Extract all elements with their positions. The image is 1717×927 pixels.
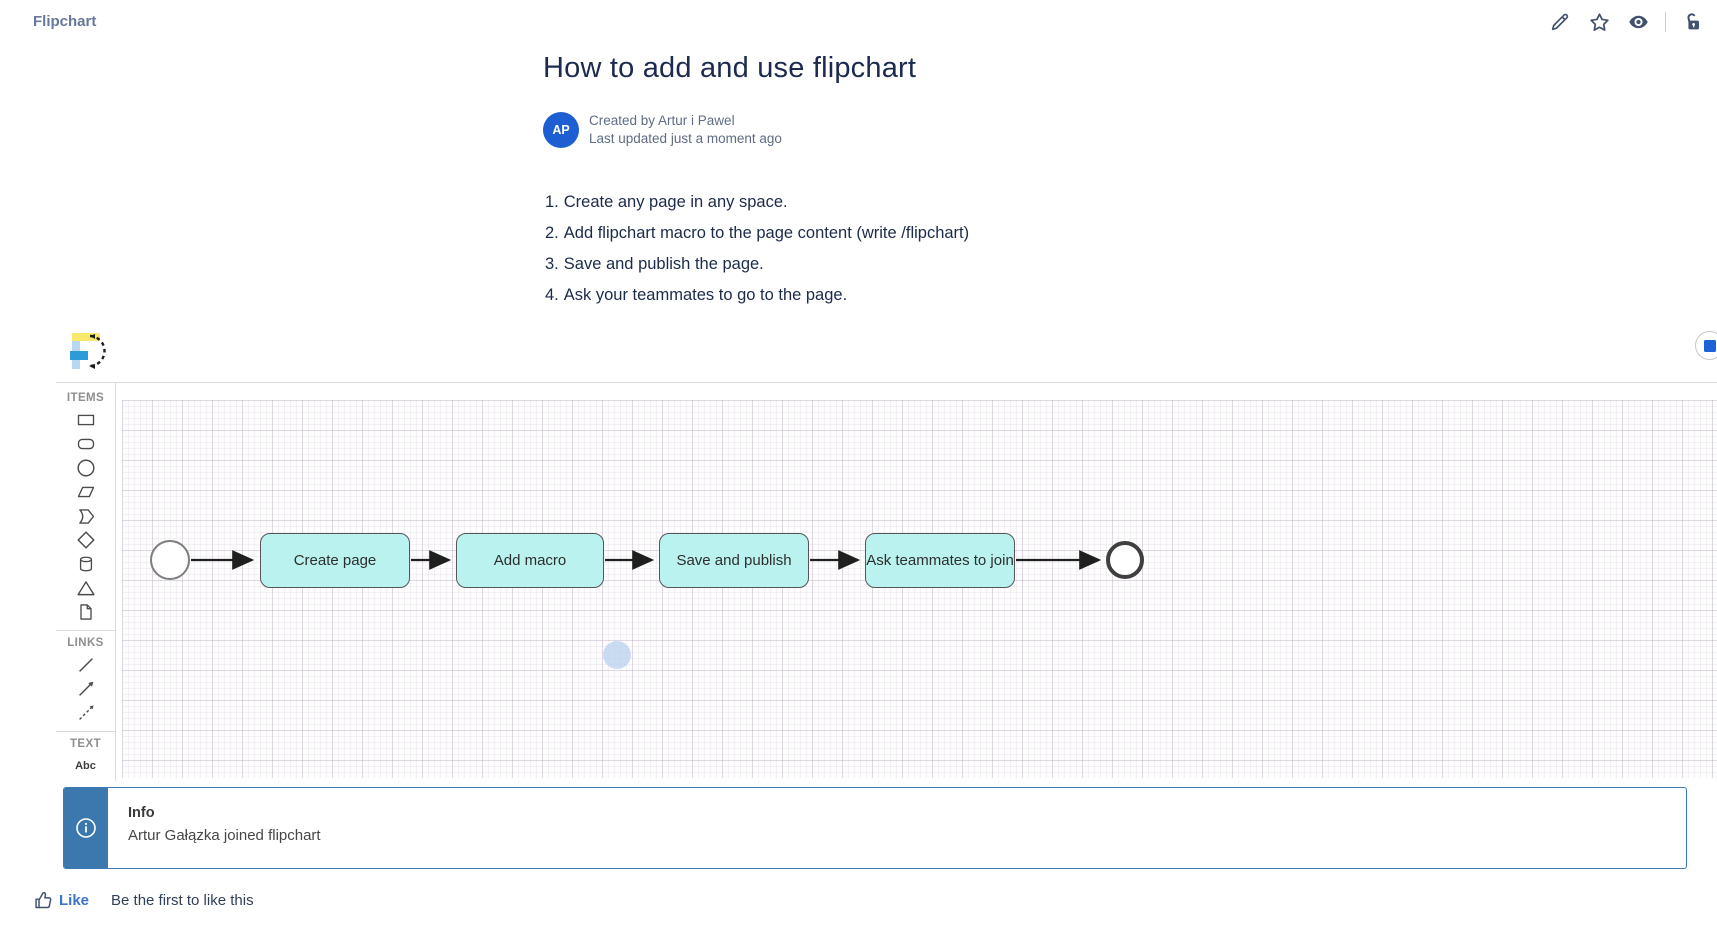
items-section-label: ITEMS <box>66 392 105 404</box>
author-avatar[interactable]: AP <box>543 112 579 148</box>
created-by: Created by Artur i Pawel <box>589 113 735 128</box>
logo-blue-square <box>70 351 88 360</box>
stop-session-button[interactable] <box>1695 331 1717 360</box>
list-item: 1.Create any page in any space. <box>545 193 969 212</box>
shape-tool-chevron[interactable] <box>69 504 103 528</box>
edit-button[interactable] <box>1548 10 1572 34</box>
logo-yellow-bar <box>72 333 100 341</box>
instruction-list: 1.Create any page in any space. 2.Add fl… <box>545 193 969 317</box>
link-tool-arrow[interactable] <box>69 677 103 701</box>
info-panel-accent <box>64 788 108 868</box>
list-item: 2.Add flipchart macro to the page conten… <box>545 224 969 243</box>
arrow-line-icon <box>78 681 93 696</box>
parallelogram-icon <box>77 486 94 498</box>
rectangle-icon <box>77 414 94 426</box>
cylinder-icon <box>79 556 92 572</box>
shape-palette: ITEMS LINKS <box>56 388 115 778</box>
info-icon <box>76 818 96 838</box>
flow-node[interactable]: Ask teammates to join <box>865 533 1015 588</box>
stop-icon <box>1703 339 1716 352</box>
page-title: How to add and use flipchart <box>543 52 917 84</box>
like-button[interactable]: Like <box>33 890 89 911</box>
toolbar-separator <box>1665 12 1666 32</box>
unlock-icon <box>1682 11 1704 33</box>
sidebar-divider <box>115 382 116 781</box>
flow-arrows <box>191 550 1102 570</box>
thumbs-up-icon <box>33 890 54 911</box>
logo-dashed-arc-icon <box>88 334 106 369</box>
line-icon <box>78 658 93 672</box>
info-panel-body: Info Artur Gałązka joined flipchart <box>108 788 321 868</box>
flow-node[interactable]: Create page <box>260 533 410 588</box>
flow-end-node[interactable] <box>1106 541 1144 579</box>
byline: AP Created by Artur i Pawel Last updated… <box>543 112 782 148</box>
last-updated: Last updated just a moment ago <box>589 131 782 146</box>
section-divider <box>56 630 115 631</box>
list-item: 3.Save and publish the page. <box>545 255 969 274</box>
step-number: 1. <box>545 193 559 211</box>
shape-tool-ellipse[interactable] <box>69 456 103 480</box>
triangle-icon <box>76 580 95 595</box>
collaborator-cursor-dot <box>603 641 631 669</box>
document-icon <box>79 604 92 620</box>
dashed-line-icon <box>78 705 94 720</box>
like-hint: Be the first to like this <box>111 892 254 909</box>
breadcrumb-space-name[interactable]: Flipchart <box>33 13 97 30</box>
flipchart-logo <box>70 329 112 371</box>
page-toolbar <box>1548 10 1705 34</box>
star-icon <box>1588 11 1611 34</box>
info-panel-title: Info <box>128 805 155 821</box>
info-panel-message: Artur Gałązka joined flipchart <box>128 827 321 844</box>
like-row: Like Be the first to like this <box>33 890 254 911</box>
flow-node[interactable]: Save and publish <box>659 533 809 588</box>
text-tool[interactable]: Abc <box>75 760 96 772</box>
link-tool-dashed-arrow[interactable] <box>69 701 103 725</box>
step-text: Ask your teammates to go to the page. <box>563 286 848 304</box>
links-section-label: LINKS <box>67 637 104 649</box>
shape-tool-document[interactable] <box>69 600 103 624</box>
shape-tool-parallelogram[interactable] <box>69 480 103 504</box>
favorite-button[interactable] <box>1587 10 1611 34</box>
step-text: Save and publish the page. <box>563 255 764 273</box>
chevron-icon <box>78 508 94 524</box>
diamond-icon <box>76 531 95 549</box>
restrictions-button[interactable] <box>1681 10 1705 34</box>
step-number: 2. <box>545 224 559 242</box>
shape-tool-rounded-rectangle[interactable] <box>69 432 103 456</box>
shape-tool-database[interactable] <box>69 552 103 576</box>
list-item: 4.Ask your teammates to go to the page. <box>545 286 969 305</box>
step-text: Create any page in any space. <box>563 193 788 211</box>
info-panel: Info Artur Gałązka joined flipchart <box>63 787 1687 869</box>
watch-button[interactable] <box>1626 10 1650 34</box>
step-number: 3. <box>545 255 559 273</box>
section-divider <box>56 731 115 732</box>
eye-icon <box>1626 11 1651 33</box>
rounded-rectangle-icon <box>77 438 94 450</box>
flow-start-node[interactable] <box>150 540 190 580</box>
pencil-icon <box>1549 11 1571 33</box>
step-text: Add flipchart macro to the page content … <box>563 224 970 242</box>
embed-top-divider <box>56 382 1717 383</box>
shape-tool-diamond[interactable] <box>69 528 103 552</box>
circle-icon <box>76 459 95 477</box>
byline-text: Created by Artur i Pawel Last updated ju… <box>589 112 782 148</box>
flow-node[interactable]: Add macro <box>456 533 604 588</box>
shape-tool-triangle[interactable] <box>69 576 103 600</box>
like-label: Like <box>59 892 90 909</box>
step-number: 4. <box>545 286 559 304</box>
link-tool-line[interactable] <box>69 653 103 677</box>
text-section-label: TEXT <box>70 738 101 750</box>
shape-tool-rectangle[interactable] <box>69 408 103 432</box>
flipchart-canvas[interactable]: Create page Add macro Save and publish A… <box>122 400 1717 778</box>
